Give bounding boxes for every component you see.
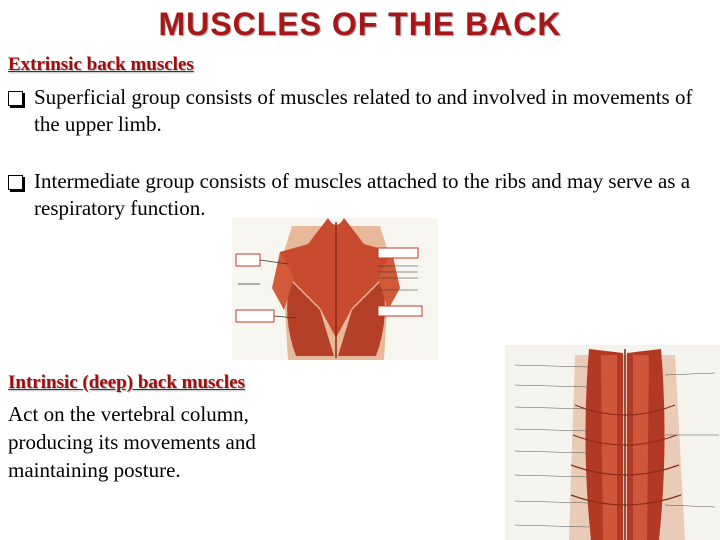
checkbox-bullet-icon (8, 175, 23, 190)
intrinsic-heading: Intrinsic (deep) back muscles (8, 372, 245, 393)
bullet-intermediate-group: Intermediate group consists of muscles a… (8, 168, 708, 222)
superficial-back-muscles-illustration (232, 218, 438, 360)
bullet-text: Superficial group consists of muscles re… (34, 85, 693, 136)
bullet-superficial-group: Superficial group consists of muscles re… (8, 84, 708, 138)
deep-back-muscles-illustration (505, 345, 720, 540)
checkbox-bullet-icon (8, 91, 23, 106)
bullet-text: Intermediate group consists of muscles a… (34, 169, 691, 220)
intrinsic-description: Act on the vertebral column, producing i… (8, 402, 256, 482)
extrinsic-heading: Extrinsic back muscles (8, 54, 194, 75)
page-title: MUSCLES OF THE BACK (158, 6, 562, 42)
